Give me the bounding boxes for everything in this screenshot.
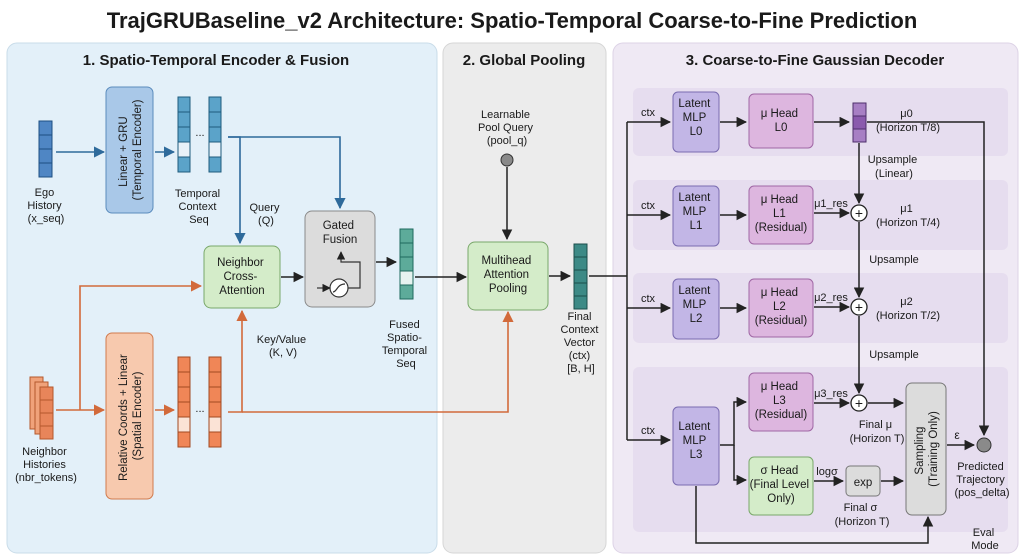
temporal-seq-ellipsis: ...: [195, 127, 204, 139]
ego-history-vector: [38, 120, 53, 178]
mu1-res-label: μ1_res: [814, 198, 848, 210]
latent-mlp-l1-label: Latent MLP L1: [678, 192, 713, 232]
query-label: Query (Q): [249, 202, 282, 227]
mu-head-l3: [748, 372, 814, 432]
sampling-box: [905, 382, 947, 516]
latent-mlp-l2: [672, 278, 720, 340]
temporal-encoder-label: Linear + GRU (Temporal Encoder): [118, 99, 144, 200]
mu0-label: μ0 (Horizon T/8): [876, 108, 940, 134]
tokens-to-pooling-arrow: [242, 310, 514, 413]
mu0-eval-path: [867, 121, 990, 437]
latent-mlp-l0: [672, 91, 720, 153]
mu-head-l0: [748, 93, 814, 149]
mu2-label: μ2 (Horizon T/2): [876, 296, 940, 322]
latent-mlp-l1: [672, 185, 720, 247]
spatial-encoder-box: [105, 332, 154, 500]
neighbor-histories-stack: [29, 376, 54, 440]
pool-query-label: Learnable Pool Query (pool_q): [478, 109, 536, 147]
exp-label: exp: [854, 477, 873, 489]
eval-mode-path: [695, 486, 934, 544]
latent-mlp-l2-label: Latent MLP L2: [678, 285, 713, 325]
plus-icon-l1: +: [855, 205, 863, 221]
logsigma-label: logσ: [816, 466, 838, 478]
plus-icon-l2: +: [855, 299, 863, 315]
spatial-encoder-label: Relative Coords + Linear (Spatial Encode…: [118, 351, 144, 481]
fused-seq-label: Fused Spatio- Temporal Seq: [382, 319, 430, 370]
latent-to-sigma: [733, 445, 748, 486]
temporal-context-seq: [177, 96, 222, 173]
predicted-output-node: [976, 437, 992, 453]
add-node-l2: [850, 298, 868, 316]
final-mu-label: Final μ (Horizon T): [850, 419, 905, 445]
seq-to-fusion-arrow: [228, 136, 346, 210]
pool-query-token: [500, 153, 514, 167]
mu2-res-label: μ2_res: [814, 292, 848, 304]
exp-box: [845, 465, 881, 497]
neighbor-histories-label: Neighbor Histories (nbr_tokens): [15, 446, 77, 484]
diagram-title: TrajGRUBaseline_v2 Architecture: Spatio-…: [107, 8, 918, 33]
mu-head-l3-label: μ Head L3 (Residual): [755, 381, 808, 421]
level-band-1: [633, 180, 1008, 250]
temporal-encoder-box: [105, 86, 154, 214]
ctx-label-l1: ctx: [641, 200, 656, 212]
sigmoid-gate-icon: [317, 251, 361, 298]
latent-to-mu-l3: [720, 396, 748, 446]
mu-head-l2-label: μ Head L2 (Residual): [755, 287, 808, 327]
ctx-label-l2: ctx: [641, 293, 656, 305]
cross-attention-box: [203, 245, 281, 309]
epsilon-label: ε: [954, 428, 960, 442]
gated-fusion-label: Gated Fusion: [323, 220, 358, 246]
mu3-res-label: μ3_res: [814, 388, 848, 400]
key-value-label: Key/Value (K, V): [257, 334, 309, 359]
attention-pooling-label: Multihead Attention Pooling: [481, 255, 534, 295]
spatial-tokens: [177, 356, 222, 448]
plus-icon-l3: +: [855, 395, 863, 411]
eval-mode-label: Eval Mode: [971, 527, 999, 552]
mu1-label: μ1 (Horizon T/4): [876, 203, 940, 229]
latent-mlp-l3-label: Latent MLP L3: [678, 421, 713, 461]
mu-head-l1-label: μ Head L1 (Residual): [755, 194, 808, 234]
latent-mlp-l0-label: Latent MLP L0: [678, 98, 713, 138]
encoder-panel-title: 1. Spatio-Temporal Encoder & Fusion: [83, 52, 349, 69]
sampling-label: Sampling (Training Only): [914, 411, 940, 487]
context-vector: [573, 243, 588, 310]
sigma-head-label: σ Head (Final Level Only): [750, 465, 813, 505]
upsample-label-1: Upsample: [869, 254, 919, 266]
ego-history-label: Ego History (x_seq): [27, 187, 64, 225]
sigma-head: [748, 456, 814, 516]
mu0-vector: [852, 102, 867, 143]
ctx-label-l3: ctx: [641, 425, 656, 437]
ctx-label-l0: ctx: [641, 107, 656, 119]
add-node-l3: [850, 394, 868, 412]
final-sigma-label: Final σ (Horizon T): [835, 502, 890, 528]
neighbors-to-cross-arrow: [79, 280, 203, 410]
temporal-seq-label: Temporal Context Seq: [175, 188, 223, 226]
context-vector-label: Final Context Vector (ctx) [B, H]: [561, 311, 602, 375]
decoder-panel-title: 3. Coarse-to-Fine Gaussian Decoder: [686, 52, 945, 69]
pooling-panel-title: 2. Global Pooling: [463, 52, 586, 69]
mu-head-l0-label: μ Head L0: [761, 108, 802, 134]
add-node-l1: [850, 204, 868, 222]
level-band-2: [633, 273, 1008, 343]
mu-head-l1: [748, 185, 814, 245]
cross-attention-label: Neighbor Cross- Attention: [217, 257, 267, 297]
predicted-trajectory-label: Predicted Trajectory (pos_delta): [954, 461, 1009, 499]
spatial-tokens-ellipsis: ...: [195, 403, 204, 415]
fused-seq-vector: [399, 228, 414, 300]
upsample-label-2: Upsample: [869, 349, 919, 361]
upsample-label-0: Upsample (Linear): [868, 154, 921, 180]
attention-pooling-box: [467, 241, 549, 311]
ctx-fanout-line: [589, 122, 628, 440]
mu-head-l2: [748, 278, 814, 338]
latent-mlp-l3: [672, 406, 720, 486]
